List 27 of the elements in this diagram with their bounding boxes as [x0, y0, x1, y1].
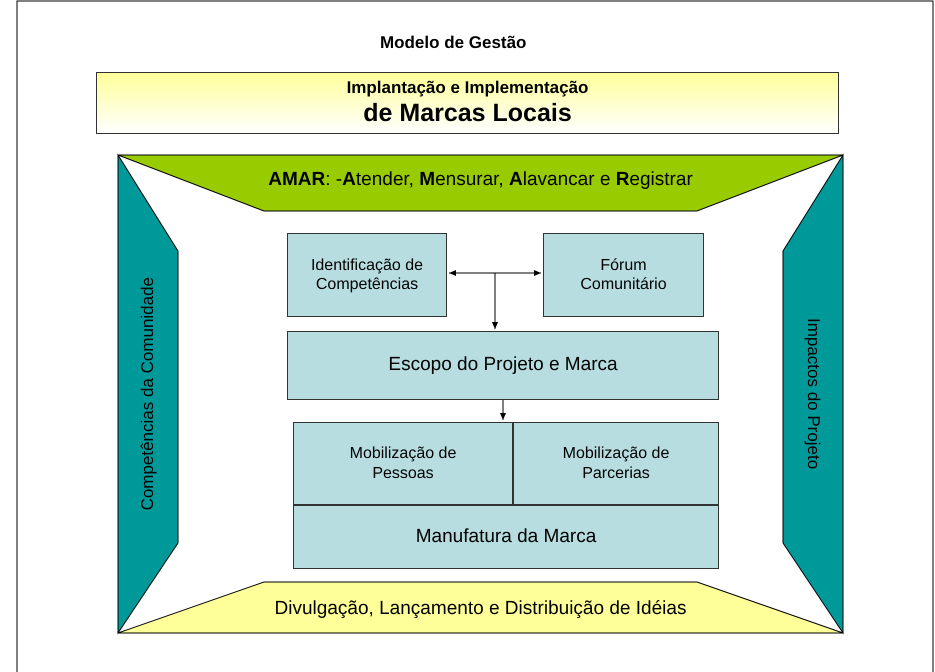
vertical-label: Impactos do Projeto — [803, 318, 824, 470]
arrow — [448, 270, 542, 276]
node-label: Mobilização de Parcerias — [562, 444, 670, 483]
process-box — [293, 505, 719, 569]
process-box — [543, 233, 704, 317]
node-label: Identificação de Competências — [310, 256, 424, 294]
node-label: Divulgação, Lançamento e Distribuição de Idéias — [274, 598, 686, 621]
node-label: de Marcas Locais — [363, 98, 572, 128]
right-trapezoid — [783, 155, 843, 633]
header-box — [96, 72, 839, 134]
node-label: Implantação e Implementação — [346, 78, 588, 98]
node-label: Mobilização de Pessoas — [348, 444, 458, 483]
process-box — [293, 422, 513, 505]
node-label: Fórum Comunitário — [579, 256, 668, 294]
vertical-label: Competências da Comunidade — [138, 277, 158, 511]
node-label: Escopo do Projeto e Marca — [388, 354, 618, 377]
node-label: Manufatura da Marca — [416, 526, 596, 548]
top-trapezoid — [118, 155, 843, 211]
process-box — [287, 331, 719, 400]
process-box — [287, 233, 447, 317]
bottom-trapezoid — [118, 582, 843, 633]
node-label: AMAR: -Atender, Mensurar, Alavancar e Registrar — [268, 168, 693, 192]
process-box — [513, 422, 719, 505]
left-trapezoid — [118, 155, 178, 633]
arrow — [492, 272, 542, 330]
diagram-title: Modelo de Gestão — [380, 33, 526, 53]
arrow — [500, 400, 506, 420]
